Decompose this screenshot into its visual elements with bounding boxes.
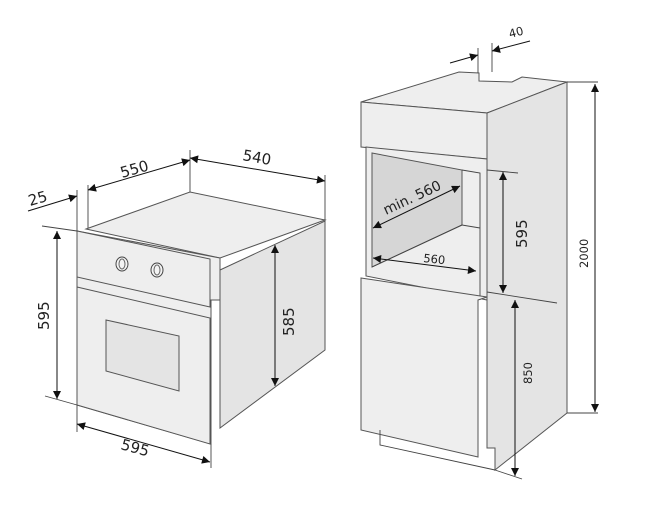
dim-vent-gap: 40 bbox=[449, 24, 531, 64]
dim-oven-body-height: 585 bbox=[271, 245, 298, 386]
dim-label: 540 bbox=[241, 146, 272, 169]
dim-label: 850 bbox=[521, 362, 535, 384]
dim-label: 595 bbox=[35, 301, 53, 330]
dim-label: 550 bbox=[118, 157, 150, 182]
dim-label: 2000 bbox=[577, 239, 591, 268]
oven-knob-1 bbox=[115, 256, 129, 272]
dim-label: 595 bbox=[513, 219, 531, 248]
oven-control-panel bbox=[76, 230, 211, 308]
dim-label: 560 bbox=[423, 251, 446, 267]
dim-oven-side-depth: 540 bbox=[189, 146, 326, 184]
dim-label: 595 bbox=[119, 435, 151, 460]
dim-niche-width: 560 bbox=[372, 251, 477, 274]
dim-oven-depth: 550 bbox=[87, 157, 191, 192]
dim-total-height: 2000 bbox=[577, 84, 599, 412]
cabinet-side-face bbox=[486, 81, 568, 472]
cabinet-niche-floor bbox=[371, 224, 481, 268]
dim-label: 585 bbox=[280, 307, 298, 336]
cabinet-lower-door bbox=[360, 277, 488, 458]
dim-label: 40 bbox=[507, 24, 525, 41]
dim-oven-front-height: 595 bbox=[35, 231, 61, 399]
dim-panel-offset: 25 bbox=[26, 187, 78, 212]
oven-knob-2 bbox=[150, 262, 164, 278]
dim-base-height: 850 bbox=[511, 300, 535, 476]
cabinet-drawing bbox=[360, 71, 568, 472]
dim-niche-height: 595 bbox=[499, 172, 531, 293]
oven-drawing bbox=[76, 191, 327, 445]
dim-label: 25 bbox=[26, 187, 49, 210]
cabinet-extension-lines bbox=[477, 43, 598, 480]
cabinet-plinth bbox=[379, 430, 496, 471]
oven-window bbox=[105, 319, 180, 392]
